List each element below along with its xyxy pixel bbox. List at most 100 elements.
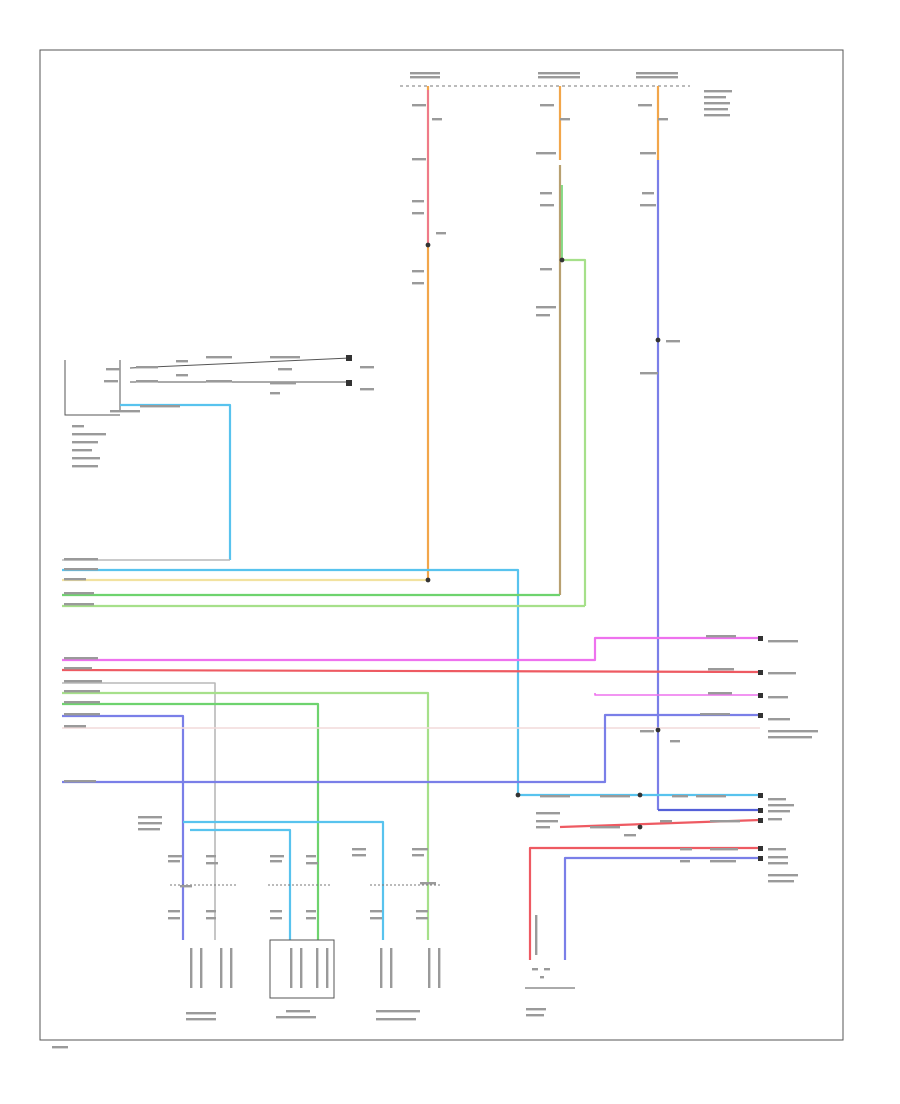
wire-h2-magenta xyxy=(62,636,760,662)
wire-label-mark-64 xyxy=(64,680,102,683)
wire-label-mark-83 xyxy=(600,795,630,798)
wire-h2-green xyxy=(62,702,320,940)
wire-label-mark-17 xyxy=(436,232,446,235)
wire-label-mark-40 xyxy=(176,374,188,377)
wire-label-mark-118 xyxy=(352,854,366,857)
wire-label-mark-132 xyxy=(370,917,382,920)
wire-label-mark-14 xyxy=(412,158,426,161)
wire-label-mark-71 xyxy=(768,640,798,643)
wire-label-mark-73 xyxy=(768,672,796,675)
wire-label-mark-51 xyxy=(72,441,98,444)
wire-label-mark-90 xyxy=(660,820,672,823)
wire-label-mark-66 xyxy=(64,701,100,704)
wire-label-mark-141 xyxy=(526,1008,546,1011)
ground-terminal-upper xyxy=(346,355,352,361)
wire-label-mark-15 xyxy=(412,200,424,203)
wire-h2-red xyxy=(61,668,761,674)
junction-dot-8 xyxy=(515,792,521,798)
wire-label-mark-57 xyxy=(64,558,98,561)
wire-label-mark-30 xyxy=(640,152,656,155)
wire-label-mark-144 xyxy=(544,968,550,971)
wire-label-mark-54 xyxy=(72,465,98,468)
wire-label-mark-21 xyxy=(560,118,570,121)
wire-label-mark-4 xyxy=(538,76,580,79)
wire-label-mark-43 xyxy=(270,356,300,359)
wire-label-mark-101 xyxy=(768,848,786,851)
wire-label-mark-110 xyxy=(168,860,180,863)
wire-label-mark-7 xyxy=(704,90,732,93)
wire-label-mark-44 xyxy=(270,382,296,385)
wire-label-mark-138 xyxy=(276,1016,316,1019)
wire-h2-blue xyxy=(62,714,185,940)
wire-bottom-lightblue xyxy=(183,820,385,940)
wire-label-mark-10 xyxy=(704,108,728,111)
wire-label-mark-104 xyxy=(768,874,798,877)
wire-label-mark-67 xyxy=(64,713,100,716)
wire-label-mark-140 xyxy=(376,1018,416,1021)
wire-label-mark-96 xyxy=(624,834,636,837)
wire-label-mark-125 xyxy=(206,910,216,913)
wire-label-mark-121 xyxy=(420,882,436,885)
wire-label-mark-55 xyxy=(110,410,140,413)
wire-label-mark-106 xyxy=(138,816,162,819)
wire-bottom-lightblue-2 xyxy=(190,828,292,940)
diagram-frame xyxy=(39,49,844,1041)
wire-lightgreen-feed xyxy=(562,258,587,606)
wire-label-mark-27 xyxy=(536,314,550,317)
wire-label-mark-47 xyxy=(360,366,374,369)
wire-h1-lightblue xyxy=(62,568,520,795)
wire-label-mark-22 xyxy=(536,152,556,155)
wire-label-mark-143 xyxy=(532,968,538,971)
wire-label-mark-116 xyxy=(306,862,318,865)
wire-label-mark-97 xyxy=(680,848,692,851)
wire-label-mark-135 xyxy=(186,1012,216,1015)
wire-label-mark-78 xyxy=(768,730,818,733)
wire-label-mark-139 xyxy=(376,1010,420,1013)
wire-label-mark-98 xyxy=(710,848,738,851)
wire-label-mark-5 xyxy=(636,72,678,75)
wire-label-mark-115 xyxy=(306,855,316,858)
wire-label-mark-6 xyxy=(636,76,678,79)
wire-h2-lightgreen xyxy=(62,691,430,940)
wire-h2-magenta-2 xyxy=(594,693,760,696)
wire-label-mark-23 xyxy=(540,192,552,195)
terminal-marker-2 xyxy=(758,670,763,675)
junction-dot-5 xyxy=(655,727,661,733)
wire-label-mark-32 xyxy=(640,204,656,207)
wire-label-mark-80 xyxy=(640,730,654,733)
junction-dot-2 xyxy=(559,257,565,263)
junction-dot-3 xyxy=(425,577,431,583)
wire-label-mark-95 xyxy=(590,826,620,829)
wire-label-mark-69 xyxy=(64,780,96,783)
wire-label-mark-146 xyxy=(52,1046,68,1049)
wire-label-mark-108 xyxy=(138,828,160,831)
wire-label-mark-8 xyxy=(704,96,726,99)
wire-label-mark-2 xyxy=(410,76,440,79)
wire-label-mark-124 xyxy=(168,917,180,920)
vertical-label-mark-4 xyxy=(230,948,233,988)
junction-dot-4 xyxy=(655,337,661,343)
wire-label-mark-93 xyxy=(536,820,558,823)
wire-module-feed xyxy=(120,403,232,560)
wire-label-mark-33 xyxy=(666,340,680,343)
left-door-speaker-box xyxy=(269,939,335,999)
wire-label-mark-112 xyxy=(206,862,218,865)
terminal-marker-7 xyxy=(758,818,763,823)
terminal-marker-1 xyxy=(758,636,763,641)
vertical-label-mark-8 xyxy=(326,948,329,988)
ground-terminal-lower xyxy=(346,380,352,386)
wire-label-mark-11 xyxy=(704,114,730,117)
wire-label-mark-120 xyxy=(412,854,424,857)
wire-label-mark-50 xyxy=(72,433,106,436)
junction-dot-6 xyxy=(637,792,643,798)
terminal-marker-5 xyxy=(758,793,763,798)
wire-label-mark-88 xyxy=(768,810,790,813)
wire-label-mark-68 xyxy=(64,725,86,728)
wire-label-mark-86 xyxy=(768,798,786,801)
wire-label-mark-113 xyxy=(270,855,284,858)
vertical-label-mark-13 xyxy=(535,915,538,955)
wire-label-mark-123 xyxy=(168,910,180,913)
left-module-bracket xyxy=(64,360,120,416)
wire-label-mark-1 xyxy=(410,72,440,75)
